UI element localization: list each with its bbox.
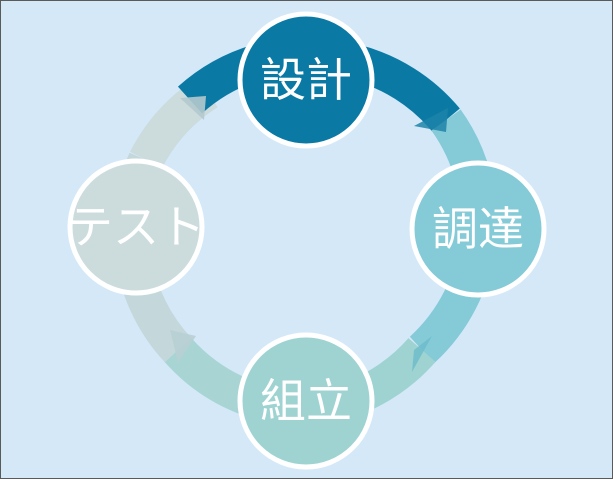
- stage-label-test: テスト: [67, 200, 205, 254]
- stage-node-assemble[interactable]: 組立: [237, 332, 375, 470]
- stage-node-design[interactable]: 設計: [237, 11, 375, 149]
- stage-node-test[interactable]: テスト: [67, 158, 205, 296]
- arrow-notch-assemble: [412, 336, 432, 372]
- stage-node-procure[interactable]: 調達: [409, 160, 547, 298]
- stage-label-procure: 調達: [432, 202, 524, 256]
- stage-label-design: 設計: [260, 53, 352, 107]
- arrow-notch-procure: [414, 108, 448, 132]
- arrow-notch-test: [170, 330, 196, 362]
- arrow-notch-design: [180, 96, 206, 120]
- stage-label-assemble: 組立: [260, 374, 352, 428]
